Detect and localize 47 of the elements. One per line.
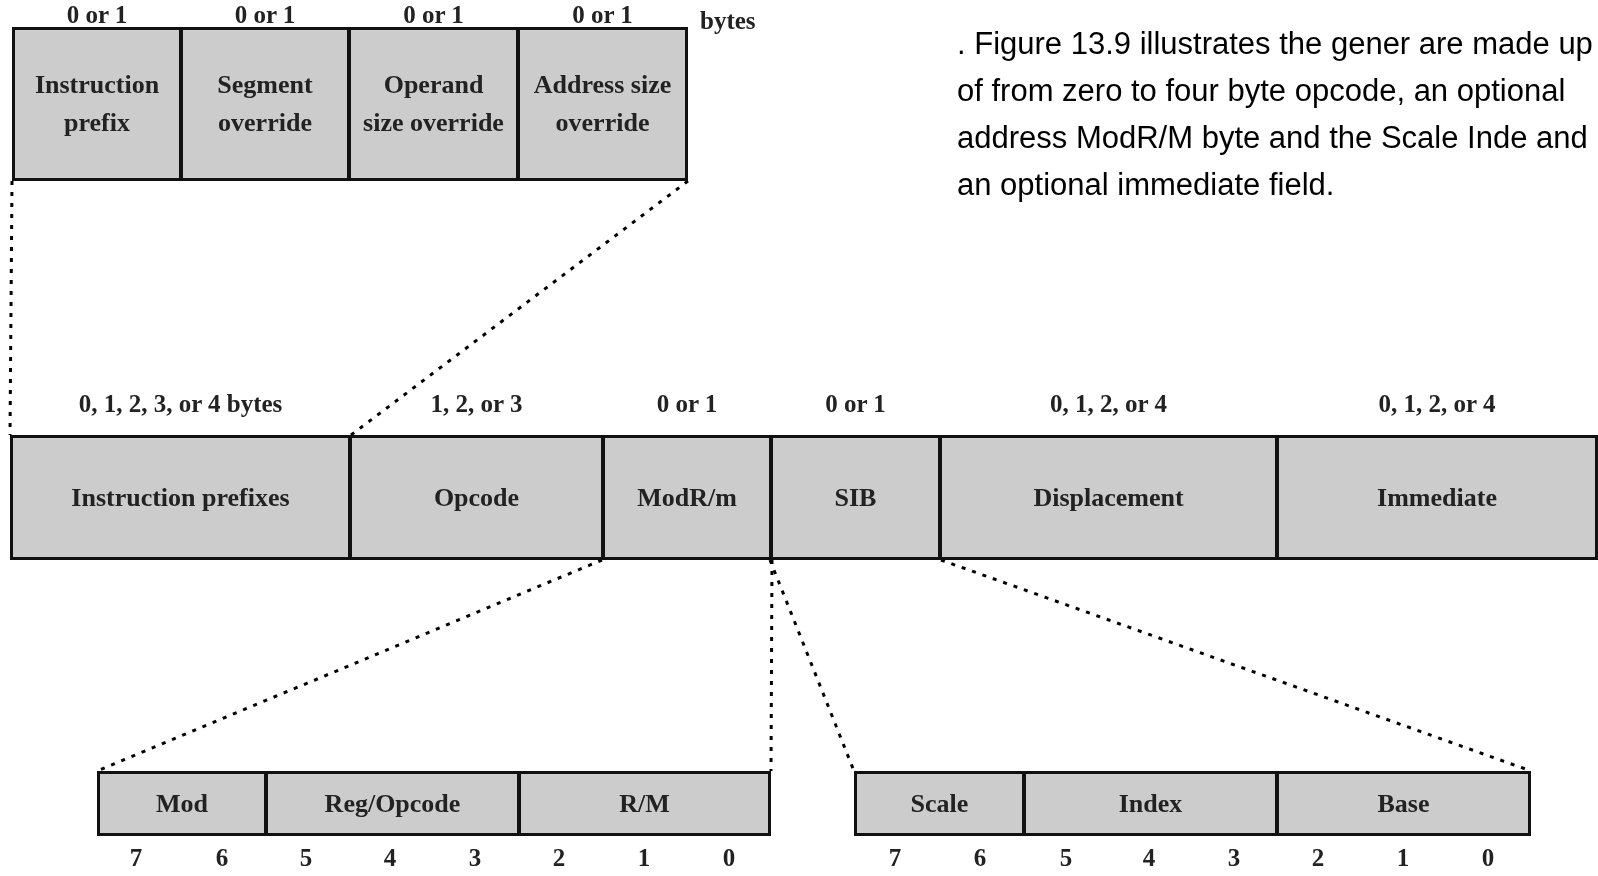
bit-number: 6	[214, 843, 230, 873]
bit-number: 7	[887, 843, 903, 873]
field-box: Displacement	[939, 435, 1278, 560]
bit-number: 7	[128, 843, 144, 873]
byte-count: 0 or 1	[402, 0, 465, 30]
bit-number: 6	[972, 843, 988, 873]
field-box: Address size override	[517, 27, 688, 181]
bit-number: 5	[298, 843, 314, 873]
bit-number: 0	[721, 843, 737, 873]
dashed-leader-line	[350, 179, 689, 437]
byte-count: 0 or 1	[65, 0, 129, 30]
byte-count: 0 or 1	[655, 389, 719, 419]
field-box: Segment override	[180, 27, 350, 181]
bit-number: 0	[1480, 843, 1496, 873]
field-box: Mod	[97, 771, 267, 836]
field-box: Operand size override	[348, 27, 519, 181]
field-box: Instruction prefixes	[10, 435, 351, 560]
field-box: SIB	[770, 435, 941, 560]
byte-count: 0, 1, 2, or 4	[1377, 389, 1497, 419]
byte-count: 0 or 1	[233, 0, 297, 30]
field-box: Base	[1276, 771, 1531, 836]
byte-count: 0, 1, 2, or 4	[1049, 389, 1168, 419]
bit-number: 3	[467, 843, 483, 873]
field-box: Opcode	[349, 435, 604, 560]
dashed-leader-line	[769, 560, 774, 771]
field-box: R/M	[518, 771, 771, 836]
field-box: Instruction prefix	[12, 27, 182, 181]
bit-number: 4	[382, 843, 398, 873]
bit-number: 2	[1310, 843, 1326, 873]
field-box: ModR/m	[602, 435, 772, 560]
dashed-leader-line	[8, 181, 14, 435]
field-box: Reg/Opcode	[265, 771, 520, 836]
byte-count: 1, 2, or 3	[429, 389, 524, 419]
byte-count: 0, 1, 2, 3, or 4 bytes	[77, 389, 284, 419]
bit-number: 1	[1395, 843, 1411, 873]
bit-number: 2	[551, 843, 567, 873]
bit-number: 3	[1226, 843, 1242, 873]
unit-label: bytes	[700, 6, 756, 36]
byte-count: 0 or 1	[824, 389, 887, 419]
bit-number: 4	[1141, 843, 1157, 873]
dashed-leader-line	[768, 559, 856, 772]
paragraph: . Figure 13.9 illustrates the gener are made up of from zero to four byte opcode, an optional address ModR/M byte and the Scale Inde and an optional immediate field.	[957, 25, 1593, 204]
field-box: Index	[1023, 771, 1278, 836]
field-box: Scale	[854, 771, 1025, 836]
bit-number: 5	[1058, 843, 1074, 873]
field-box: Immediate	[1276, 435, 1598, 560]
bit-number: 1	[636, 843, 652, 873]
